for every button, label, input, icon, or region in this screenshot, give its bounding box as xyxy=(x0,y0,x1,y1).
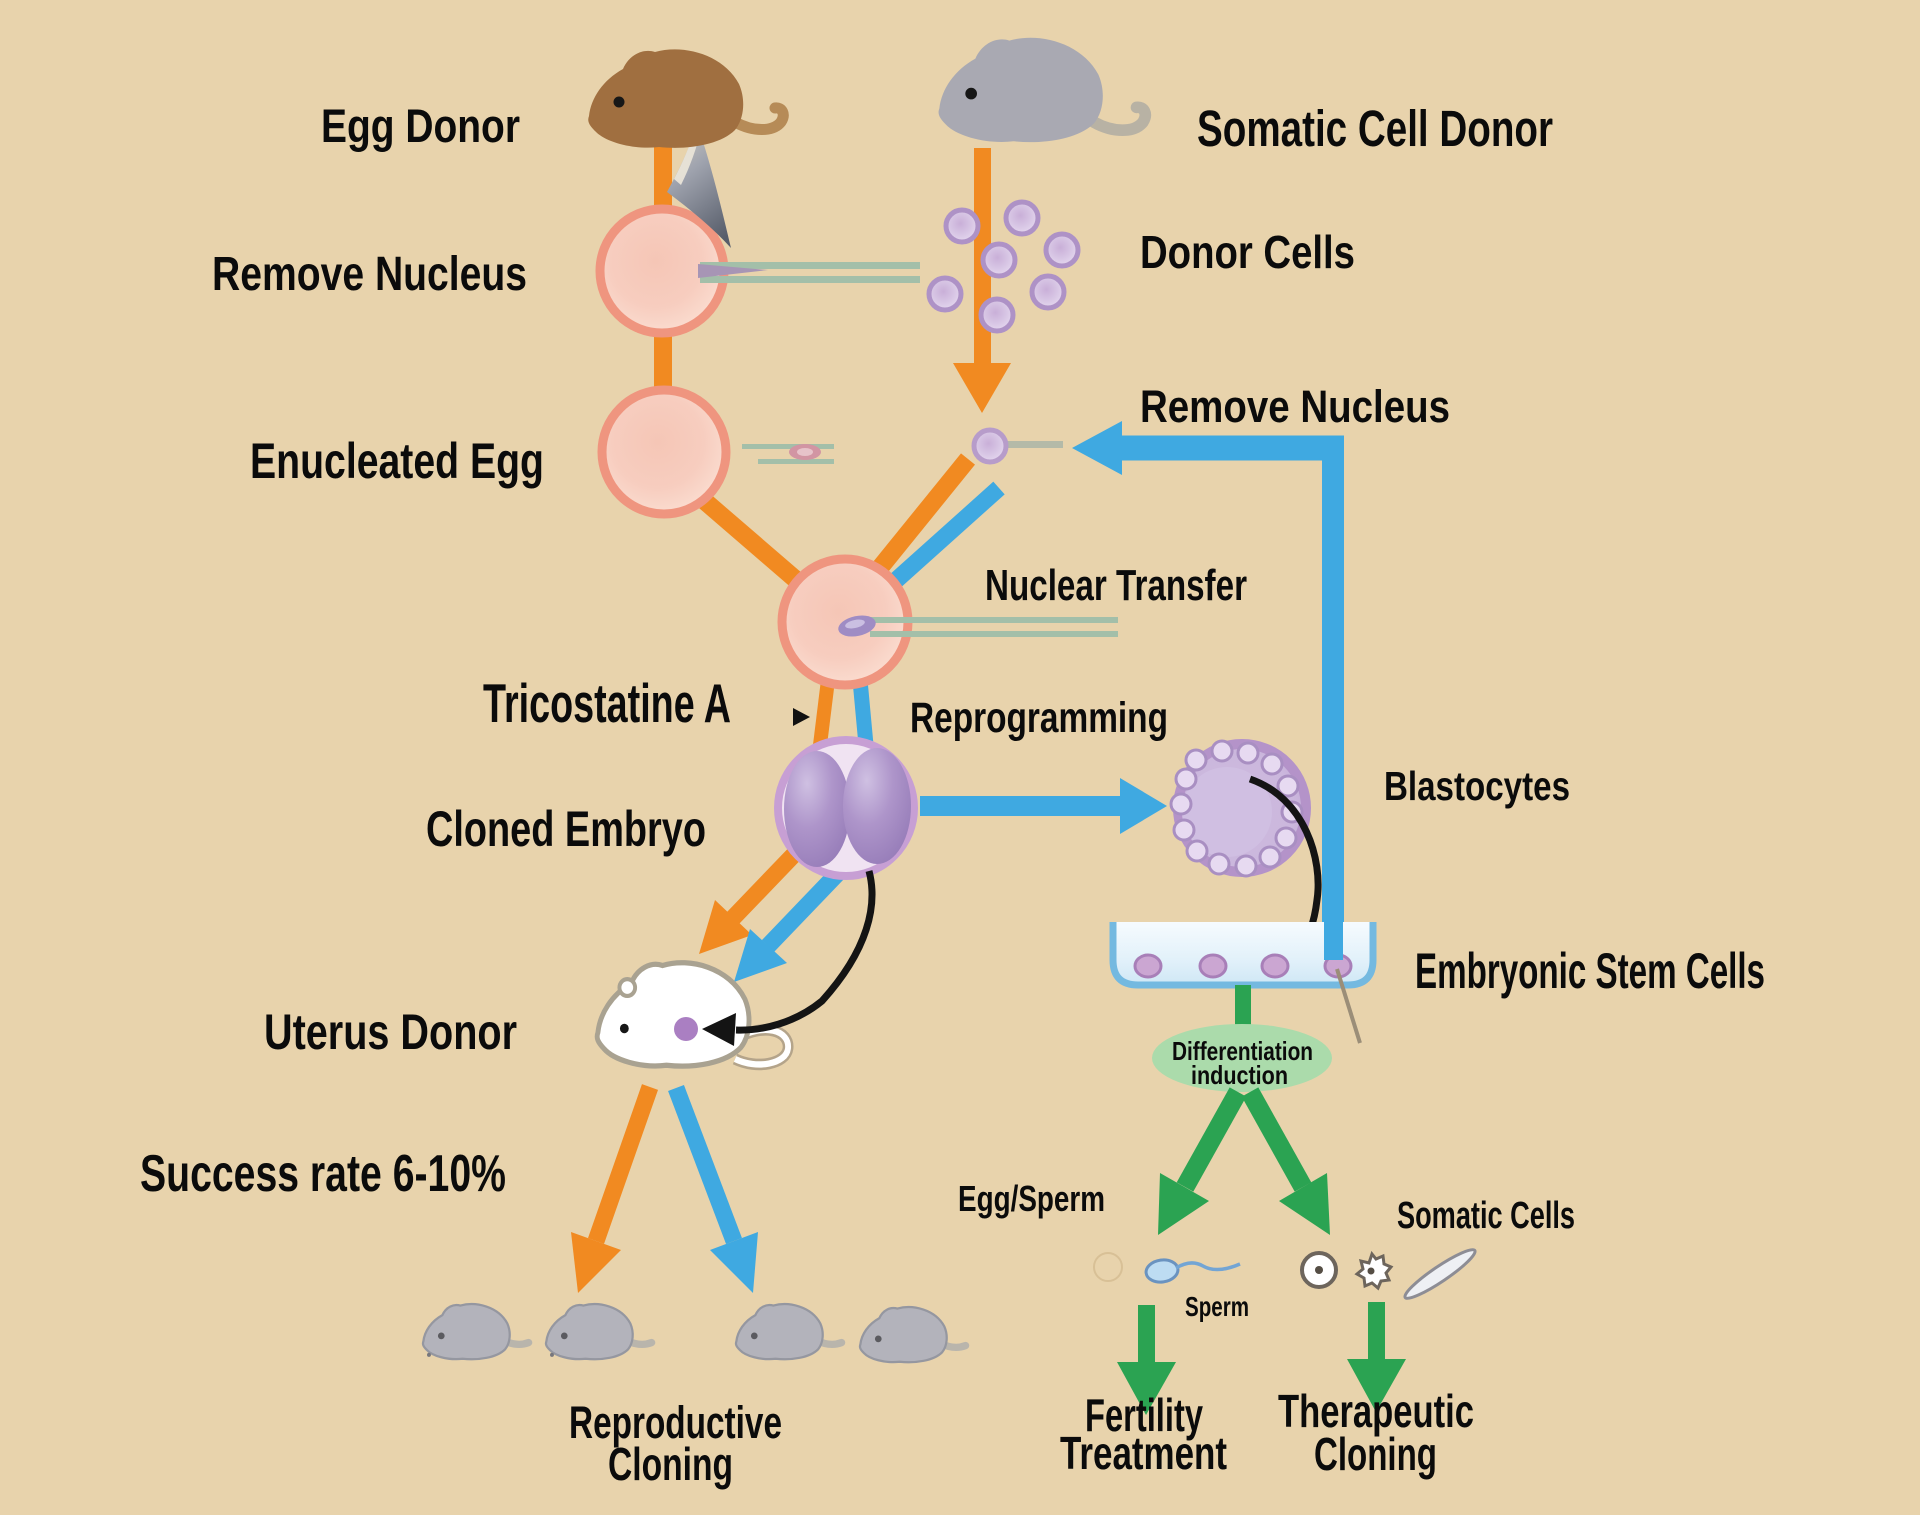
svg-text:Embryonic Stem Cells: Embryonic Stem Cells xyxy=(1415,943,1765,999)
svg-text:Egg/Sperm: Egg/Sperm xyxy=(958,1178,1105,1219)
svg-text:induction: induction xyxy=(1191,1060,1288,1090)
svg-text:Uterus Donor: Uterus Donor xyxy=(264,1004,517,1060)
svg-text:Therapeutic: Therapeutic xyxy=(1278,1385,1474,1437)
svg-text:Success rate 6-10%: Success rate 6-10% xyxy=(140,1145,506,1203)
svg-text:Egg Donor: Egg Donor xyxy=(321,99,520,152)
svg-text:Remove Nucleus: Remove Nucleus xyxy=(1140,381,1450,432)
svg-text:Enucleated Egg: Enucleated Egg xyxy=(250,433,544,489)
svg-text:Tricostatine A: Tricostatine A xyxy=(483,672,731,734)
svg-text:Donor Cells: Donor Cells xyxy=(1140,226,1355,278)
svg-text:Treatment: Treatment xyxy=(1060,1427,1227,1479)
svg-text:Cloning: Cloning xyxy=(608,1438,733,1490)
svg-text:Blastocytes: Blastocytes xyxy=(1384,763,1570,809)
svg-text:Nuclear Transfer: Nuclear Transfer xyxy=(985,561,1247,610)
svg-text:Sperm: Sperm xyxy=(1185,1291,1249,1322)
svg-text:Cloning: Cloning xyxy=(1314,1428,1437,1480)
svg-text:Reprogramming: Reprogramming xyxy=(910,694,1168,742)
svg-text:Cloned Embryo: Cloned Embryo xyxy=(426,801,706,857)
svg-text:Reproductive: Reproductive xyxy=(569,1397,782,1448)
svg-text:Differentiation: Differentiation xyxy=(1172,1036,1313,1066)
svg-text:Somatic Cell Donor: Somatic Cell Donor xyxy=(1197,100,1553,157)
svg-text:Fertility: Fertility xyxy=(1085,1389,1203,1441)
svg-text:Remove Nucleus: Remove Nucleus xyxy=(212,248,527,301)
svg-text:Somatic Cells: Somatic Cells xyxy=(1397,1195,1575,1237)
